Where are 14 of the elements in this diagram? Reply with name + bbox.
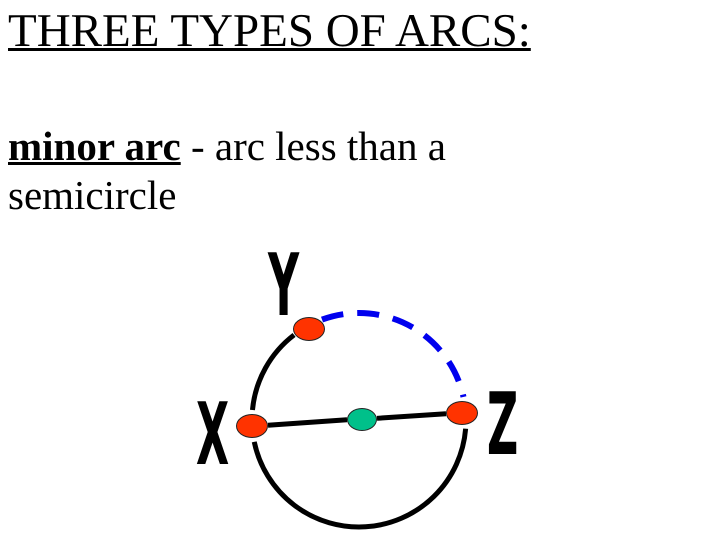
- center-point: [347, 408, 377, 430]
- circle-arc: [250, 333, 296, 410]
- circle-arc: [252, 428, 468, 530]
- point: [236, 414, 268, 438]
- title: THREE TYPES OF ARCS:: [8, 6, 531, 58]
- point: [446, 401, 478, 425]
- dashed-arc: [321, 310, 466, 398]
- point: [293, 317, 325, 341]
- point-label: X: [196, 392, 230, 478]
- line-segment: [376, 411, 446, 421]
- line-segment: [268, 417, 348, 428]
- point-label: Y: [268, 243, 300, 329]
- definition-text: minor arc - arc less than a semicircle: [8, 122, 447, 220]
- point-label: Z: [487, 382, 518, 468]
